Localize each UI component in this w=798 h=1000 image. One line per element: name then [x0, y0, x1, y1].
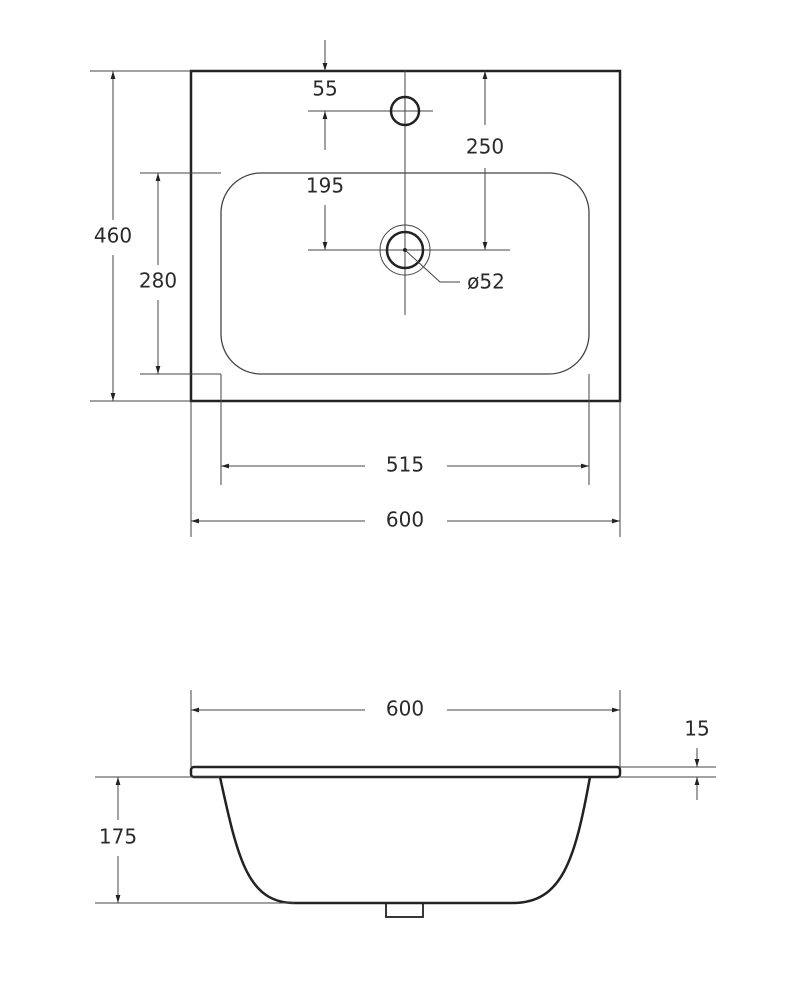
- drain-inner-icon: [385, 230, 425, 270]
- dim-drain-offset-label: 195: [306, 174, 344, 198]
- dim-depth-basin-label: 280: [139, 269, 177, 293]
- diameter-leader: [404, 249, 460, 283]
- tap-hole-icon: [389, 95, 421, 127]
- drain-outlet: [385, 902, 424, 918]
- dim-drain-diameter-label: ø52: [467, 270, 505, 294]
- side-view: 600 15 175: [95, 690, 716, 918]
- side-dim-slab-label: 15: [684, 717, 709, 741]
- dim-tap-to-drain-label: 250: [466, 135, 504, 159]
- side-dim-width-label: 600: [386, 697, 424, 721]
- top-view: 55 195 250 ø52 460 280 515 600: [90, 40, 622, 537]
- dim-width-basin-label: 515: [386, 453, 424, 477]
- side-dim-height-label: 175: [99, 825, 137, 849]
- dim-tap-offset-label: 55: [312, 77, 337, 101]
- drain-outer-icon: [379, 224, 431, 276]
- countertop-slab: [189, 765, 622, 779]
- bowl-profile: [218, 776, 592, 905]
- dim-width-total-label: 600: [386, 508, 424, 532]
- dim-depth-total-label: 460: [94, 224, 132, 248]
